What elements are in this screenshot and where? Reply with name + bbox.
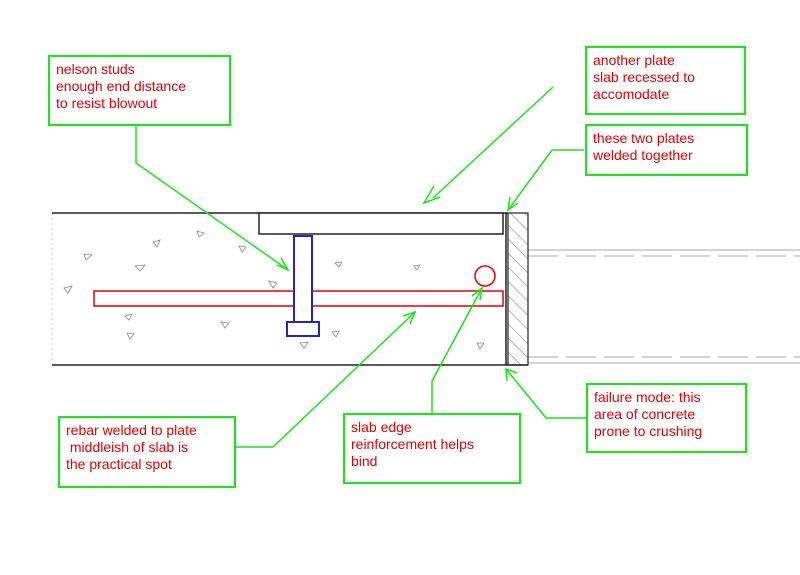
note-another-plate: another plate slab recessed to accomodat…	[585, 46, 746, 115]
note-nelson-studs: nelson studs enough end distance to resi…	[48, 55, 231, 126]
note-failure-mode: failure mode: this area of concrete pron…	[586, 383, 747, 453]
embedded-plate	[258, 212, 504, 235]
steel-beam	[528, 249, 800, 364]
concrete-slab	[51, 212, 528, 366]
note-rebar-welded: rebar welded to plate middleish of slab …	[58, 416, 236, 488]
edge-plate	[507, 212, 529, 366]
note-plates-welded: these two plates welded together	[585, 124, 748, 176]
note-slab-edge-reinforcement: slab edge reinforcement helps bind	[343, 413, 521, 484]
edge-reinforcement-bar	[474, 265, 496, 287]
leader-lines	[135, 86, 586, 448]
aggregate-marks	[63, 230, 485, 350]
nelson-stud	[286, 235, 320, 337]
